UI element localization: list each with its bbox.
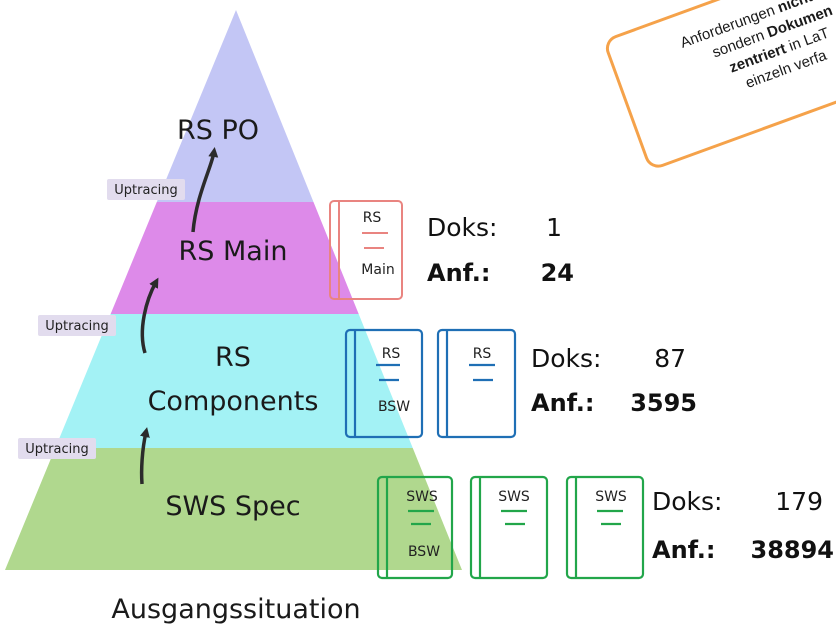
doc-icon-sws <box>565 475 645 580</box>
doc-bottom-label: BSW <box>378 399 410 415</box>
anf-value: 3595 <box>630 389 697 417</box>
uptracing-tag-1: Uptracing <box>107 179 185 200</box>
doc-top-label: SWS <box>498 489 530 505</box>
level-label-rs-components-line1: RS <box>215 342 251 373</box>
anf-label: Anf.: <box>531 389 595 417</box>
doc-icon-rs-main <box>329 200 403 300</box>
doc-bottom-label: BSW <box>408 544 440 560</box>
level-label-sws-spec: SWS Spec <box>165 491 300 522</box>
doc-icon-sws <box>469 475 549 580</box>
doc-icon-rs <box>436 328 517 439</box>
doc-icon-rs-bsw <box>344 328 424 439</box>
doks-value: 87 <box>654 344 686 373</box>
doks-value: 179 <box>775 487 823 516</box>
uptracing-tag-label: Uptracing <box>114 183 177 198</box>
uptracing-arrow-components-to-main <box>140 277 159 354</box>
sticky-note: Anforderungen nicht in Da sondern Dokume… <box>588 0 836 230</box>
doc-top-label: SWS <box>595 489 627 505</box>
anf-label: Anf.: <box>427 259 491 287</box>
pyramid-level-sws-spec <box>5 448 462 570</box>
doc-top-label: SWS <box>406 489 438 505</box>
doc-top-label: RS <box>382 346 401 362</box>
doks-value: 1 <box>546 213 562 242</box>
uptracing-tag-3: Uptracing <box>18 438 96 459</box>
doks-label: Doks: <box>531 344 601 373</box>
sticky-note-text: Anforderungen nicht in Da sondern Dokume… <box>593 0 836 141</box>
uptracing-tag-label: Uptracing <box>45 319 108 334</box>
anf-value: 38894 <box>751 536 835 564</box>
doks-label: Doks: <box>652 487 722 516</box>
pyramid-level-rs-po <box>5 10 462 202</box>
sticky-note-box: Anforderungen nicht in Da sondern Dokume… <box>602 0 836 172</box>
uptracing-tag-2: Uptracing <box>38 315 116 336</box>
doc-bottom-label: Main <box>361 262 394 278</box>
anf-label: Anf.: <box>652 536 716 564</box>
uptracing-arrow-spec-to-components <box>139 427 150 485</box>
uptracing-tag-label: Uptracing <box>25 442 88 457</box>
level-label-rs-po: RS PO <box>177 115 259 146</box>
doks-label: Doks: <box>427 213 497 242</box>
level-label-rs-main: RS Main <box>179 236 288 267</box>
diagram-caption: Ausgangssituation <box>111 594 360 625</box>
doc-top-label: RS <box>363 210 382 226</box>
level-label-rs-components-line2: Components <box>148 386 319 417</box>
uptracing-arrow-main-to-po <box>191 147 219 233</box>
anf-value: 24 <box>541 259 574 287</box>
doc-icon-sws-bsw <box>376 475 454 580</box>
doc-top-label: RS <box>473 346 492 362</box>
